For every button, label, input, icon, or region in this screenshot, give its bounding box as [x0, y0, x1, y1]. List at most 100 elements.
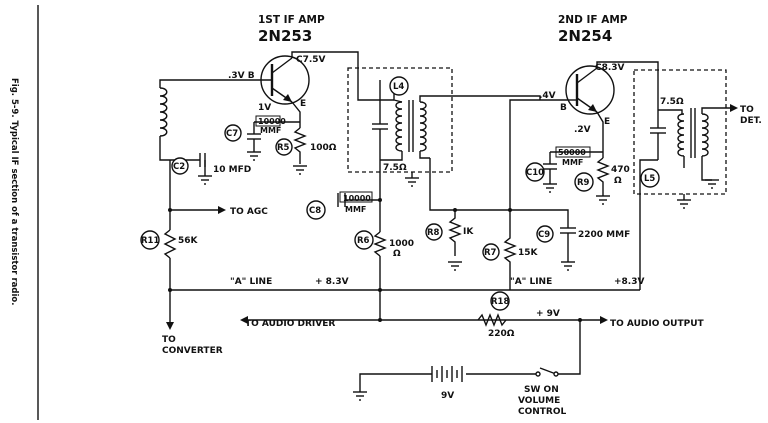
l4-secondary-output — [419, 95, 541, 102]
c2-ref: C2 — [173, 162, 185, 172]
stage2-title: 2ND IF AMP — [558, 14, 628, 26]
q2-base-voltage: .4V — [539, 91, 556, 101]
r11-resistor — [163, 229, 177, 259]
l5-secondary-coil — [701, 113, 709, 157]
q2-emitter-voltage: .2V — [574, 125, 591, 135]
ground-icon — [705, 179, 719, 189]
ground-icon — [405, 177, 419, 187]
stage2-part: 2N254 — [558, 27, 612, 45]
r7-badge — [482, 243, 500, 261]
l4-primary-coil — [395, 101, 403, 152]
r6-resistor — [373, 231, 387, 257]
battery-icon — [431, 366, 463, 382]
ground-icon — [561, 261, 575, 271]
r6-ref: R6 — [357, 236, 370, 246]
a-line-label-2: "A" LINE — [510, 277, 552, 287]
c10-value-2: MMF — [562, 158, 583, 167]
r9-ref: R9 — [577, 178, 590, 188]
l4-shield-box — [347, 67, 453, 173]
c7-value-2: MMF — [260, 126, 281, 135]
to-agc-label: TO AGC — [230, 207, 268, 217]
a-line-label-1: "A" LINE — [230, 277, 272, 287]
q1-collector-wire — [291, 51, 359, 72]
r9-value-2: Ω — [614, 176, 622, 186]
l4-ref: L4 — [393, 82, 404, 92]
ground-icon — [247, 151, 261, 161]
a-line-voltage-2: +8.3V — [614, 277, 644, 287]
q1-emitter-voltage: 1V — [258, 103, 271, 113]
r18-resistor — [477, 313, 507, 327]
r7-value: 15K — [518, 248, 539, 258]
input-coil — [159, 87, 168, 137]
plus-9v-label: + 9V — [536, 309, 560, 319]
ground-icon — [543, 183, 557, 193]
l5-primary-coil — [677, 113, 685, 157]
r18-value: 220Ω — [488, 329, 515, 339]
r6-value-2: Ω — [393, 249, 401, 259]
q1-emitter-label: E — [300, 99, 306, 109]
transistor-q2 — [565, 65, 615, 115]
to-converter-label-2: CONVERTER — [162, 346, 223, 356]
switch-label-3: CONTROL — [518, 407, 567, 417]
r8-resistor — [448, 210, 462, 256]
ground-icon — [293, 165, 307, 175]
r8-value: IK — [463, 227, 474, 237]
l5-badge — [640, 168, 660, 188]
r5-ref: R5 — [277, 143, 290, 153]
r7-resistor — [503, 210, 517, 290]
l5-to-a-line — [639, 159, 658, 290]
switch-wire — [556, 320, 581, 375]
q2-emitter-label: E — [604, 117, 610, 127]
q2-collector-voltage: C8.3V — [595, 63, 625, 73]
transistor-q1 — [250, 55, 310, 105]
r8-ref: R8 — [427, 228, 440, 238]
r18-badge — [490, 291, 510, 311]
l5-value: 7.5Ω — [660, 97, 684, 107]
switch-label-2: VOLUME — [518, 396, 560, 406]
converter-arrow — [166, 322, 174, 330]
r5-resistor — [293, 127, 307, 164]
r6-value-1: 1000 — [389, 239, 414, 249]
r11-ref: R11 — [141, 236, 159, 246]
c7-badge — [224, 124, 242, 142]
coil-to-c2-wire — [159, 136, 170, 161]
c2-value: 10 MFD — [213, 165, 251, 175]
a-line-voltage-1: + 8.3V — [315, 277, 349, 287]
r11-value: 56K — [178, 236, 199, 246]
to-det-arrow — [730, 104, 738, 112]
q1-collector-voltage: C7.5V — [296, 55, 326, 65]
stage1-part: 2N253 — [258, 27, 312, 45]
ground-icon — [353, 391, 367, 401]
r6-badge — [354, 230, 374, 250]
r5-value: 100Ω — [310, 143, 337, 153]
to-converter-label-1: TO — [162, 335, 176, 345]
c2-badge — [171, 157, 189, 175]
r9-resistor — [596, 157, 610, 196]
r11-badge — [140, 230, 160, 250]
stage1-title: 1ST IF AMP — [258, 14, 325, 26]
q1-base-voltage: .3V B — [228, 71, 255, 81]
c7-ref: C7 — [226, 129, 238, 139]
c8-ref: C8 — [309, 206, 321, 216]
agc-arrow — [218, 206, 226, 214]
r7-ref: R7 — [484, 248, 497, 258]
to-audio-driver-label: TO AUDIO DRIVER — [245, 319, 335, 329]
l5-shield-box — [633, 69, 727, 195]
ground-icon — [198, 175, 212, 185]
r18-ref: R18 — [491, 297, 509, 307]
figure-caption: Fig. 5-9. Typical IF section of a transi… — [9, 78, 19, 305]
c9-value: 2200 MMF — [578, 230, 630, 240]
c9-ref: C9 — [538, 230, 550, 240]
c10-ref: C10 — [526, 168, 544, 178]
c8-badge — [306, 200, 326, 220]
l4-secondary-coil — [419, 101, 427, 152]
to-det-label-2: DET. — [740, 116, 762, 126]
q2-base-label: B — [560, 103, 567, 113]
ground-icon — [677, 199, 691, 209]
power-switch[interactable] — [539, 367, 557, 375]
audio-driver-arrow — [240, 316, 248, 324]
audio-output-arrow — [600, 316, 608, 324]
to-audio-output-label: TO AUDIO OUTPUT — [610, 319, 705, 329]
r8-badge — [425, 223, 443, 241]
